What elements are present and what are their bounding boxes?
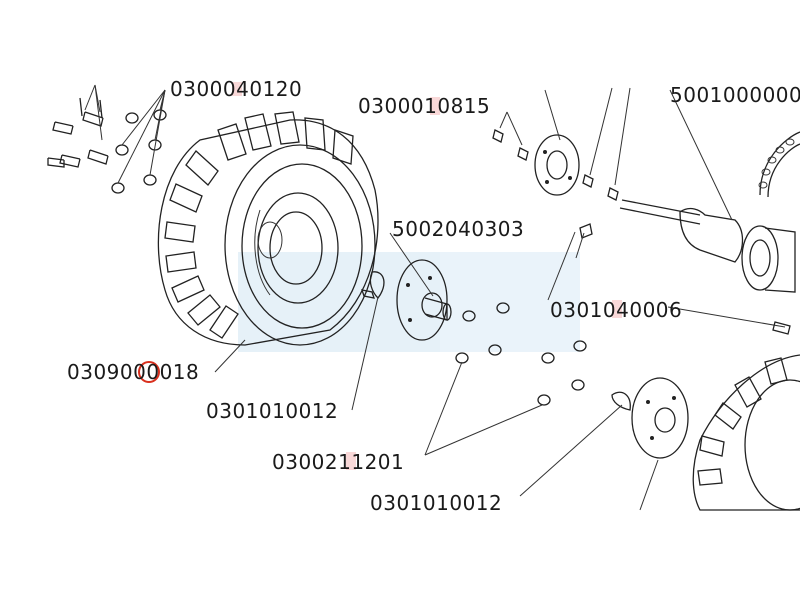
background-panel [440, 252, 580, 352]
nut-set[interactable] [455, 302, 587, 406]
label-0309000018: 0309000018 [67, 360, 199, 384]
label-0301040006: 0301040006 [550, 298, 682, 322]
label-0301010012-lower: 0301010012 [370, 491, 502, 515]
leader-lines [214, 231, 659, 511]
label-5002040303: 5002040303 [392, 217, 524, 241]
label-0300010815: 0300010815 [358, 94, 490, 118]
label-5001000000: 5001000000 [670, 83, 800, 107]
hub-flange[interactable] [396, 259, 452, 341]
highlight-mark [430, 97, 440, 115]
bolt-set-left[interactable] [47, 84, 167, 194]
label-0301010012-upper: 0301010012 [206, 399, 338, 423]
drive-flange[interactable] [492, 87, 631, 201]
pin-bolt[interactable] [575, 223, 593, 259]
label-0300211201: 0300211201 [272, 450, 404, 474]
highlight-mark [612, 300, 622, 318]
highlight-mark [232, 82, 242, 96]
left-wheel[interactable] [157, 111, 379, 346]
highlight-mark [346, 452, 356, 470]
axle-assembly[interactable] [619, 89, 800, 335]
right-wheel[interactable] [692, 354, 800, 511]
label-0300040120: 0300040120 [170, 77, 302, 101]
right-hub-flange[interactable] [611, 377, 689, 459]
red-marker-ring [138, 361, 160, 383]
